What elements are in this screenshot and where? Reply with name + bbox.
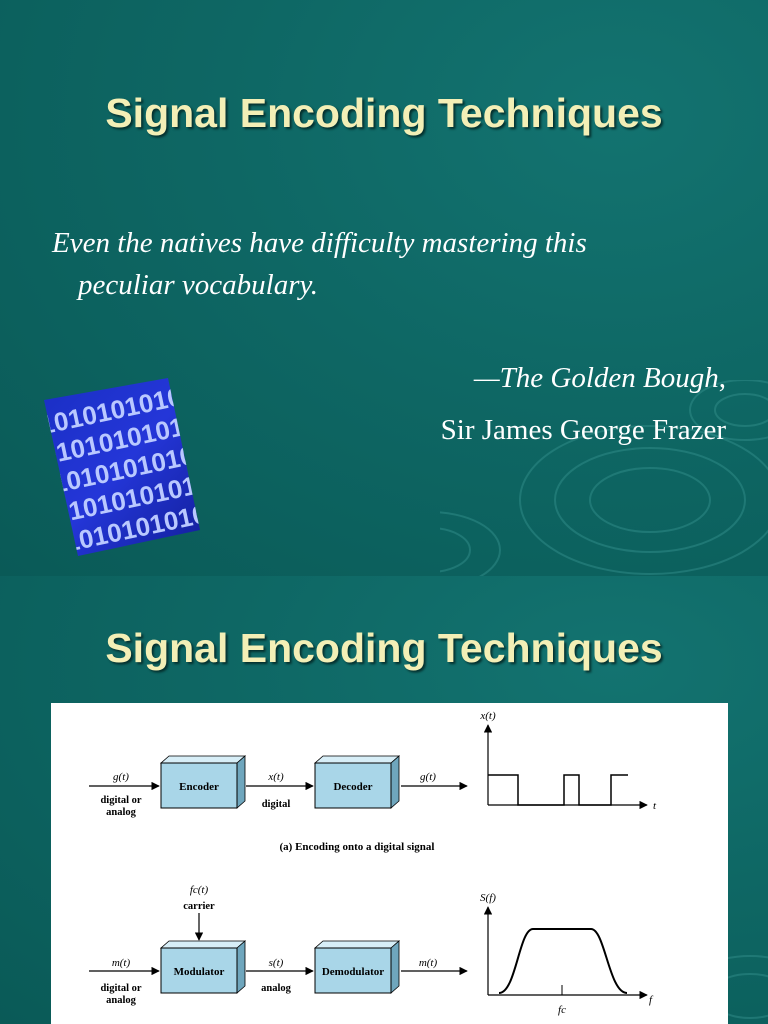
demodulator-label: Demodulator: [322, 966, 384, 978]
quote-attribution-work: —The Golden Bough,: [474, 362, 726, 395]
input-signal-label: m(t): [112, 957, 131, 969]
decoder-box: Decoder: [313, 755, 401, 809]
middle-signal-label: x(t): [267, 771, 284, 783]
demodulator-box: Demodulator: [313, 940, 401, 994]
encoding-diagram: g(t) digital or analog Encoder x(t) digi…: [89, 710, 657, 1016]
input-note-line-2: analog: [106, 807, 137, 818]
quote-line-2: peculiar vocabulary.: [78, 269, 319, 301]
middle-signal-note: analog: [261, 983, 292, 994]
input-note-line-1: digital or: [100, 983, 141, 994]
ripple-background-decoration: [440, 380, 768, 576]
binary-code-image: 010101010101 10101010101 010101010101 10…: [44, 378, 200, 556]
output-signal-label: m(t): [419, 957, 438, 969]
input-note-line-2: analog: [106, 995, 137, 1006]
graph-x-label: f: [649, 994, 654, 1006]
input-signal-label: g(t): [113, 771, 129, 783]
quote-line-1: Even the natives have difficulty masteri…: [52, 227, 587, 259]
analog-modulation-row: fc(t) carrier m(t) digital or analog Mod…: [89, 884, 654, 1016]
graph-y-label: S(f): [480, 892, 496, 904]
slide-title: Signal Encoding Techniques: [105, 90, 663, 136]
attribution-work-title: —The Golden Bough: [473, 362, 719, 394]
carrier-f: fc(t): [190, 884, 209, 896]
middle-signal-note: digital: [262, 799, 291, 810]
attribution-comma: ,: [718, 362, 726, 394]
graph-y-label: x(t): [479, 710, 496, 722]
encoding-diagram-figure: g(t) digital or analog Encoder x(t) digi…: [51, 703, 728, 1024]
figure-caption: (a) Encoding onto a digital signal: [280, 841, 435, 853]
quote-text: Even the natives have difficulty masteri…: [52, 222, 742, 306]
graph-x-label: t: [653, 800, 657, 812]
encoder-box: Encoder: [159, 755, 247, 809]
slide-2: Signal Encoding Techniques g(t) digital …: [0, 576, 768, 1024]
decoder-label: Decoder: [333, 781, 372, 793]
quote-attribution-author: Sir James George Frazer: [440, 414, 726, 446]
modulator-label: Modulator: [174, 966, 225, 978]
slide-title: Signal Encoding Techniques: [105, 625, 663, 671]
middle-signal-label: s(t): [269, 957, 284, 969]
output-signal-label: g(t): [420, 771, 436, 783]
slide-1: Signal Encoding Techniques Even the nati…: [0, 0, 768, 576]
graph-tick-label: fc: [558, 1004, 566, 1016]
encoder-label: Encoder: [179, 781, 219, 793]
carrier-note: carrier: [183, 901, 215, 912]
digital-encoding-row: g(t) digital or analog Encoder x(t) digi…: [89, 710, 657, 853]
spectrum-graph: S(f) f fc: [480, 892, 654, 1016]
modulator-box: Modulator: [159, 940, 247, 994]
digital-signal-graph: x(t) t: [479, 710, 657, 812]
carrier-signal-label: fc(t): [190, 884, 209, 896]
input-note-line-1: digital or: [100, 795, 141, 806]
